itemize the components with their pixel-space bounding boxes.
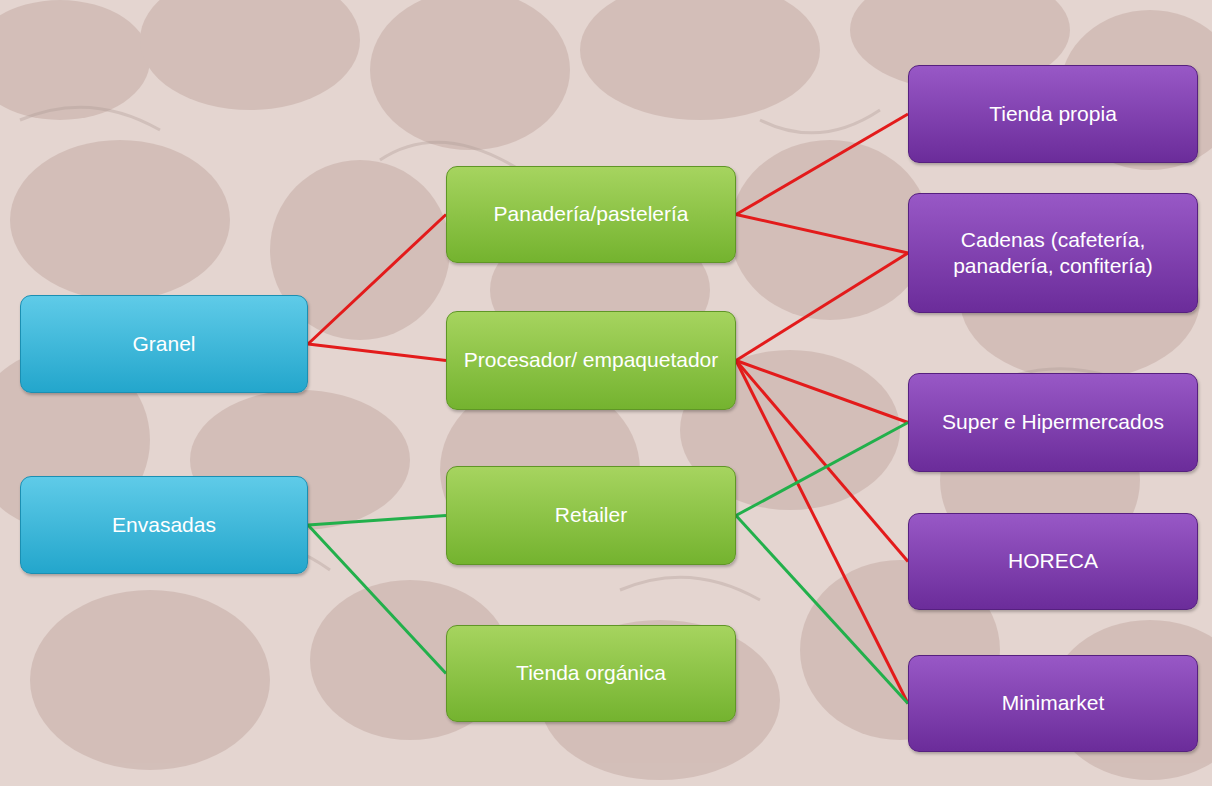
text-holder: Tienda propia [989, 101, 1117, 127]
node-label: Minimarket [1002, 690, 1105, 716]
text-holder: Retailer [555, 502, 627, 528]
flow-line [308, 516, 446, 526]
text-holder: Tienda orgánica [516, 660, 666, 686]
outlet-box: Cadenas (cafetería, panadería, confiterí… [908, 193, 1198, 313]
node-label: Panadería/pastelería [494, 201, 689, 227]
text-holder: Procesador/ empaquetador [464, 347, 719, 373]
flow-line [736, 114, 908, 215]
node-label: Super e Hipermercados [942, 409, 1164, 435]
text-holder: Super e Hipermercados [942, 409, 1164, 435]
source-box: Granel [20, 295, 308, 393]
node-label: Tienda orgánica [516, 660, 666, 686]
text-holder: Cadenas (cafetería, panadería, confiterí… [925, 227, 1181, 280]
channel-box: Panadería/pastelería [446, 166, 736, 263]
flow-line [736, 516, 908, 704]
text-holder: Panadería/pastelería [494, 201, 689, 227]
node-label: Procesador/ empaquetador [464, 347, 719, 373]
node-label: Cadenas (cafetería, panadería, confiterí… [925, 227, 1181, 280]
node-label: Granel [132, 331, 195, 357]
node-label: Tienda propia [989, 101, 1117, 127]
flow-line [308, 344, 446, 361]
channel-box: Retailer [446, 466, 736, 565]
flow-line [308, 525, 446, 674]
text-holder: HORECA [1008, 548, 1098, 574]
flow-line [736, 423, 908, 516]
outlet-box: HORECA [908, 513, 1198, 610]
outlet-box: Tienda propia [908, 65, 1198, 163]
node-label: Envasadas [112, 512, 216, 538]
flow-line [736, 361, 908, 704]
channel-box: Tienda orgánica [446, 625, 736, 722]
node-label: HORECA [1008, 548, 1098, 574]
text-holder: Minimarket [1002, 690, 1105, 716]
node-label: Retailer [555, 502, 627, 528]
text-holder: Envasadas [112, 512, 216, 538]
channel-box: Procesador/ empaquetador [446, 311, 736, 410]
flow-line [736, 253, 908, 361]
text-holder: Granel [132, 331, 195, 357]
outlet-box: Minimarket [908, 655, 1198, 752]
flow-line [736, 215, 908, 254]
outlet-box: Super e Hipermercados [908, 373, 1198, 472]
flow-line [308, 215, 446, 345]
source-box: Envasadas [20, 476, 308, 574]
